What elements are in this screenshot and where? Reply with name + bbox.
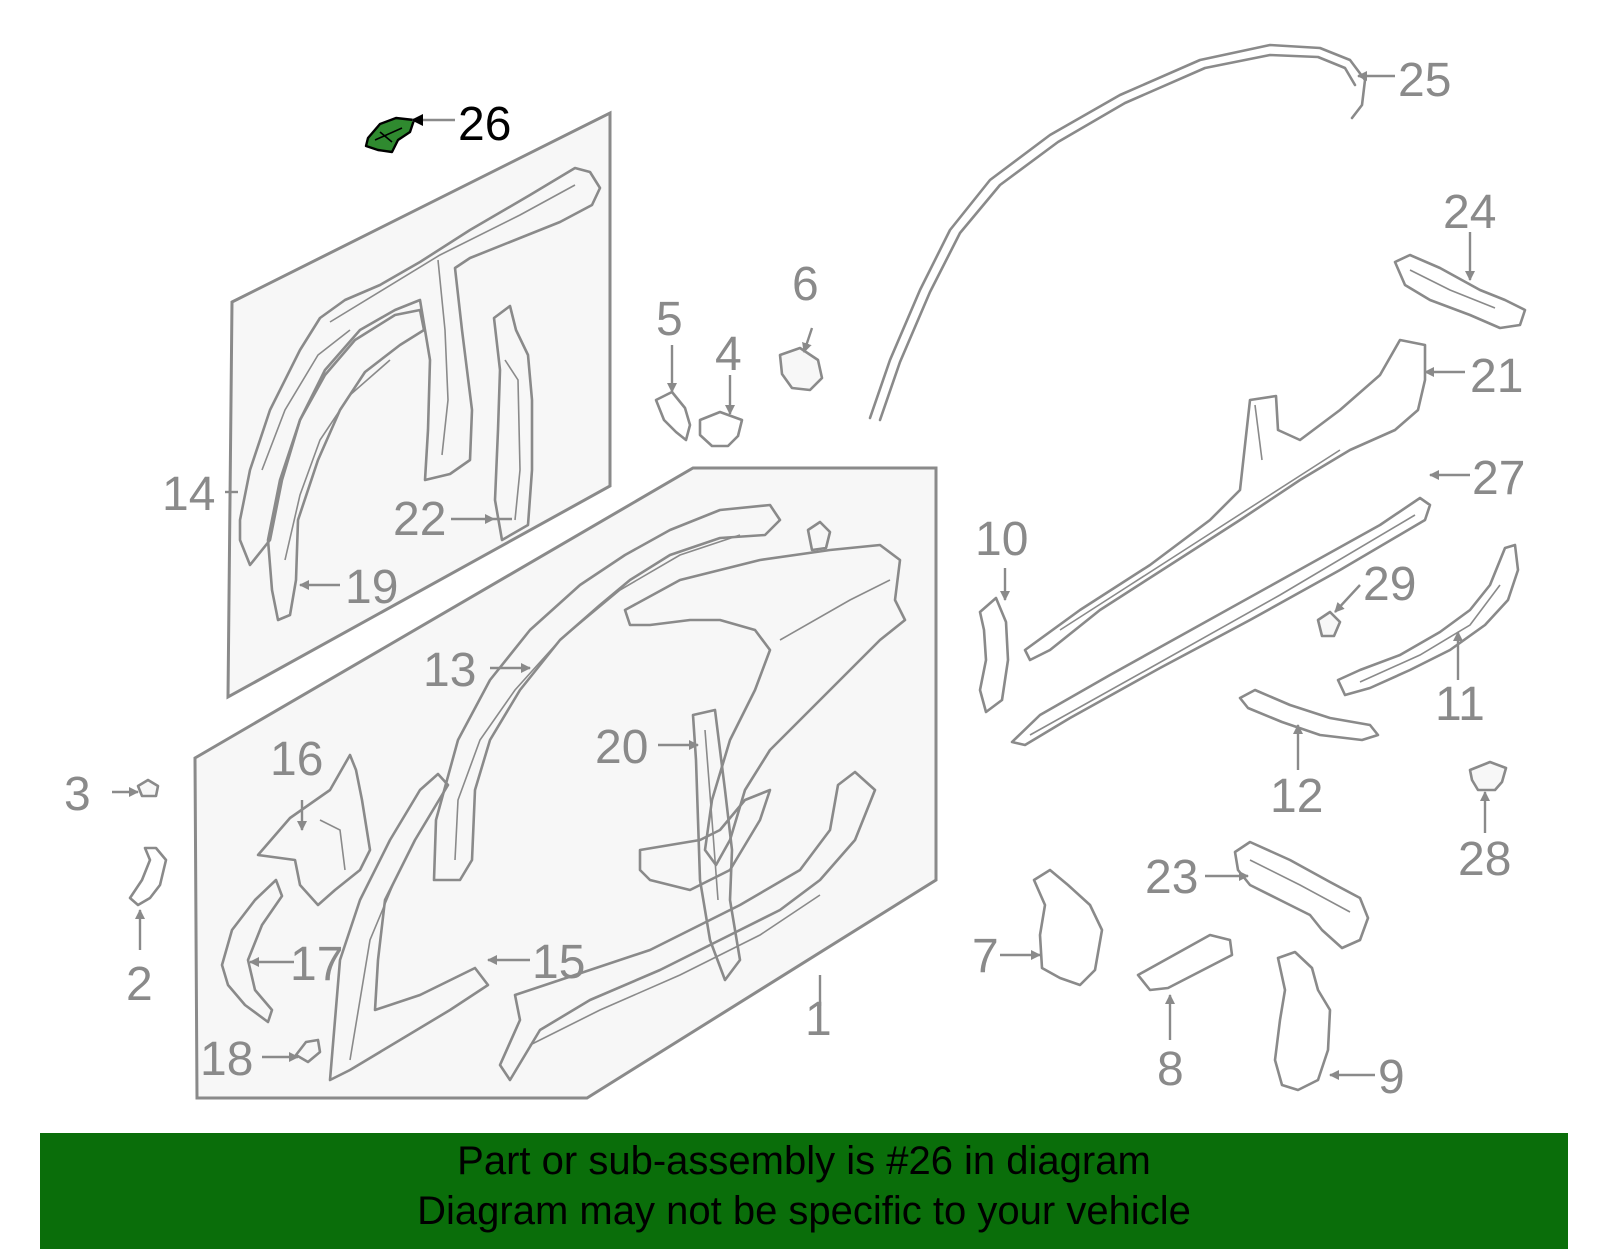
callout-5: 5 xyxy=(656,293,683,346)
callout-23: 23 xyxy=(1145,851,1198,904)
part-12-shape xyxy=(1238,688,1380,742)
callout-22: 22 xyxy=(393,493,446,546)
part-23-shape xyxy=(1233,840,1370,950)
callout-7: 7 xyxy=(972,930,999,983)
part-16-shape xyxy=(256,753,372,907)
body-side-panel xyxy=(193,466,938,1100)
callout-27: 27 xyxy=(1472,452,1525,505)
callout-29: 29 xyxy=(1363,558,1416,611)
leader-lines xyxy=(112,71,1490,1080)
callout-10: 10 xyxy=(975,513,1028,566)
banner-line-2: Diagram may not be specific to your vehi… xyxy=(417,1189,1191,1233)
callout-17: 17 xyxy=(290,938,343,991)
part-26-highlighted xyxy=(364,116,416,154)
callout-15: 15 xyxy=(532,936,585,989)
callout-26: 26 xyxy=(458,98,511,151)
part-5-shape xyxy=(654,390,692,442)
callout-18: 18 xyxy=(200,1033,253,1086)
part-1-shape xyxy=(498,770,877,1082)
callout-21: 21 xyxy=(1470,350,1523,403)
callout-9: 9 xyxy=(1378,1051,1405,1104)
part-7-shape xyxy=(1032,868,1104,987)
part-9-shape xyxy=(1273,950,1332,1092)
part-13-shape xyxy=(432,503,782,882)
callout-24: 24 xyxy=(1443,186,1496,239)
part-25-shape xyxy=(868,43,1367,420)
part-19-shape xyxy=(266,308,426,622)
part-15-shape xyxy=(328,772,490,1082)
callout-14: 14 xyxy=(162,468,215,521)
callout-16: 16 xyxy=(270,733,323,786)
part-11-shape xyxy=(1336,543,1520,697)
part-28-shape xyxy=(1468,760,1508,792)
part-8-shape xyxy=(1136,933,1234,992)
part-2-shape xyxy=(128,846,168,907)
part-18-shape xyxy=(294,1038,322,1064)
part-4-shape xyxy=(698,410,744,448)
callout-8: 8 xyxy=(1157,1043,1184,1096)
callout-4: 4 xyxy=(715,328,742,381)
callout-19: 19 xyxy=(345,561,398,614)
part-6-shape xyxy=(778,346,824,392)
callout-20: 20 xyxy=(595,721,648,774)
rear-quarter-shape xyxy=(623,543,907,867)
part-17-shape xyxy=(220,878,284,1024)
part-14-shape xyxy=(238,166,602,567)
part-27-shape xyxy=(1010,496,1432,747)
part-10-shape xyxy=(978,596,1010,714)
part-3-shape xyxy=(136,778,160,798)
part-24-shape xyxy=(1393,253,1527,330)
callout-12: 12 xyxy=(1270,770,1323,823)
callout-1: 1 xyxy=(805,993,832,1046)
callout-13: 13 xyxy=(423,644,476,697)
part-29-shape xyxy=(1316,610,1342,638)
part-22-shape xyxy=(492,304,534,542)
callout-6: 6 xyxy=(792,258,819,311)
callout-11: 11 xyxy=(1435,678,1485,731)
info-banner: Part or sub-assembly is #26 in diagram D… xyxy=(40,1133,1568,1249)
upper-pillar-panel xyxy=(226,110,612,700)
callout-labels: 26 25 24 21 27 29 11 12 28 23 10 7 8 9 6… xyxy=(64,54,1525,1104)
part-20-shape xyxy=(691,708,742,982)
callout-28: 28 xyxy=(1458,833,1511,886)
callout-2: 2 xyxy=(126,958,153,1011)
callout-25: 25 xyxy=(1398,54,1451,107)
part-21-shape xyxy=(1023,338,1427,662)
banner-line-1: Part or sub-assembly is #26 in diagram xyxy=(457,1139,1151,1183)
callout-3: 3 xyxy=(64,768,91,821)
